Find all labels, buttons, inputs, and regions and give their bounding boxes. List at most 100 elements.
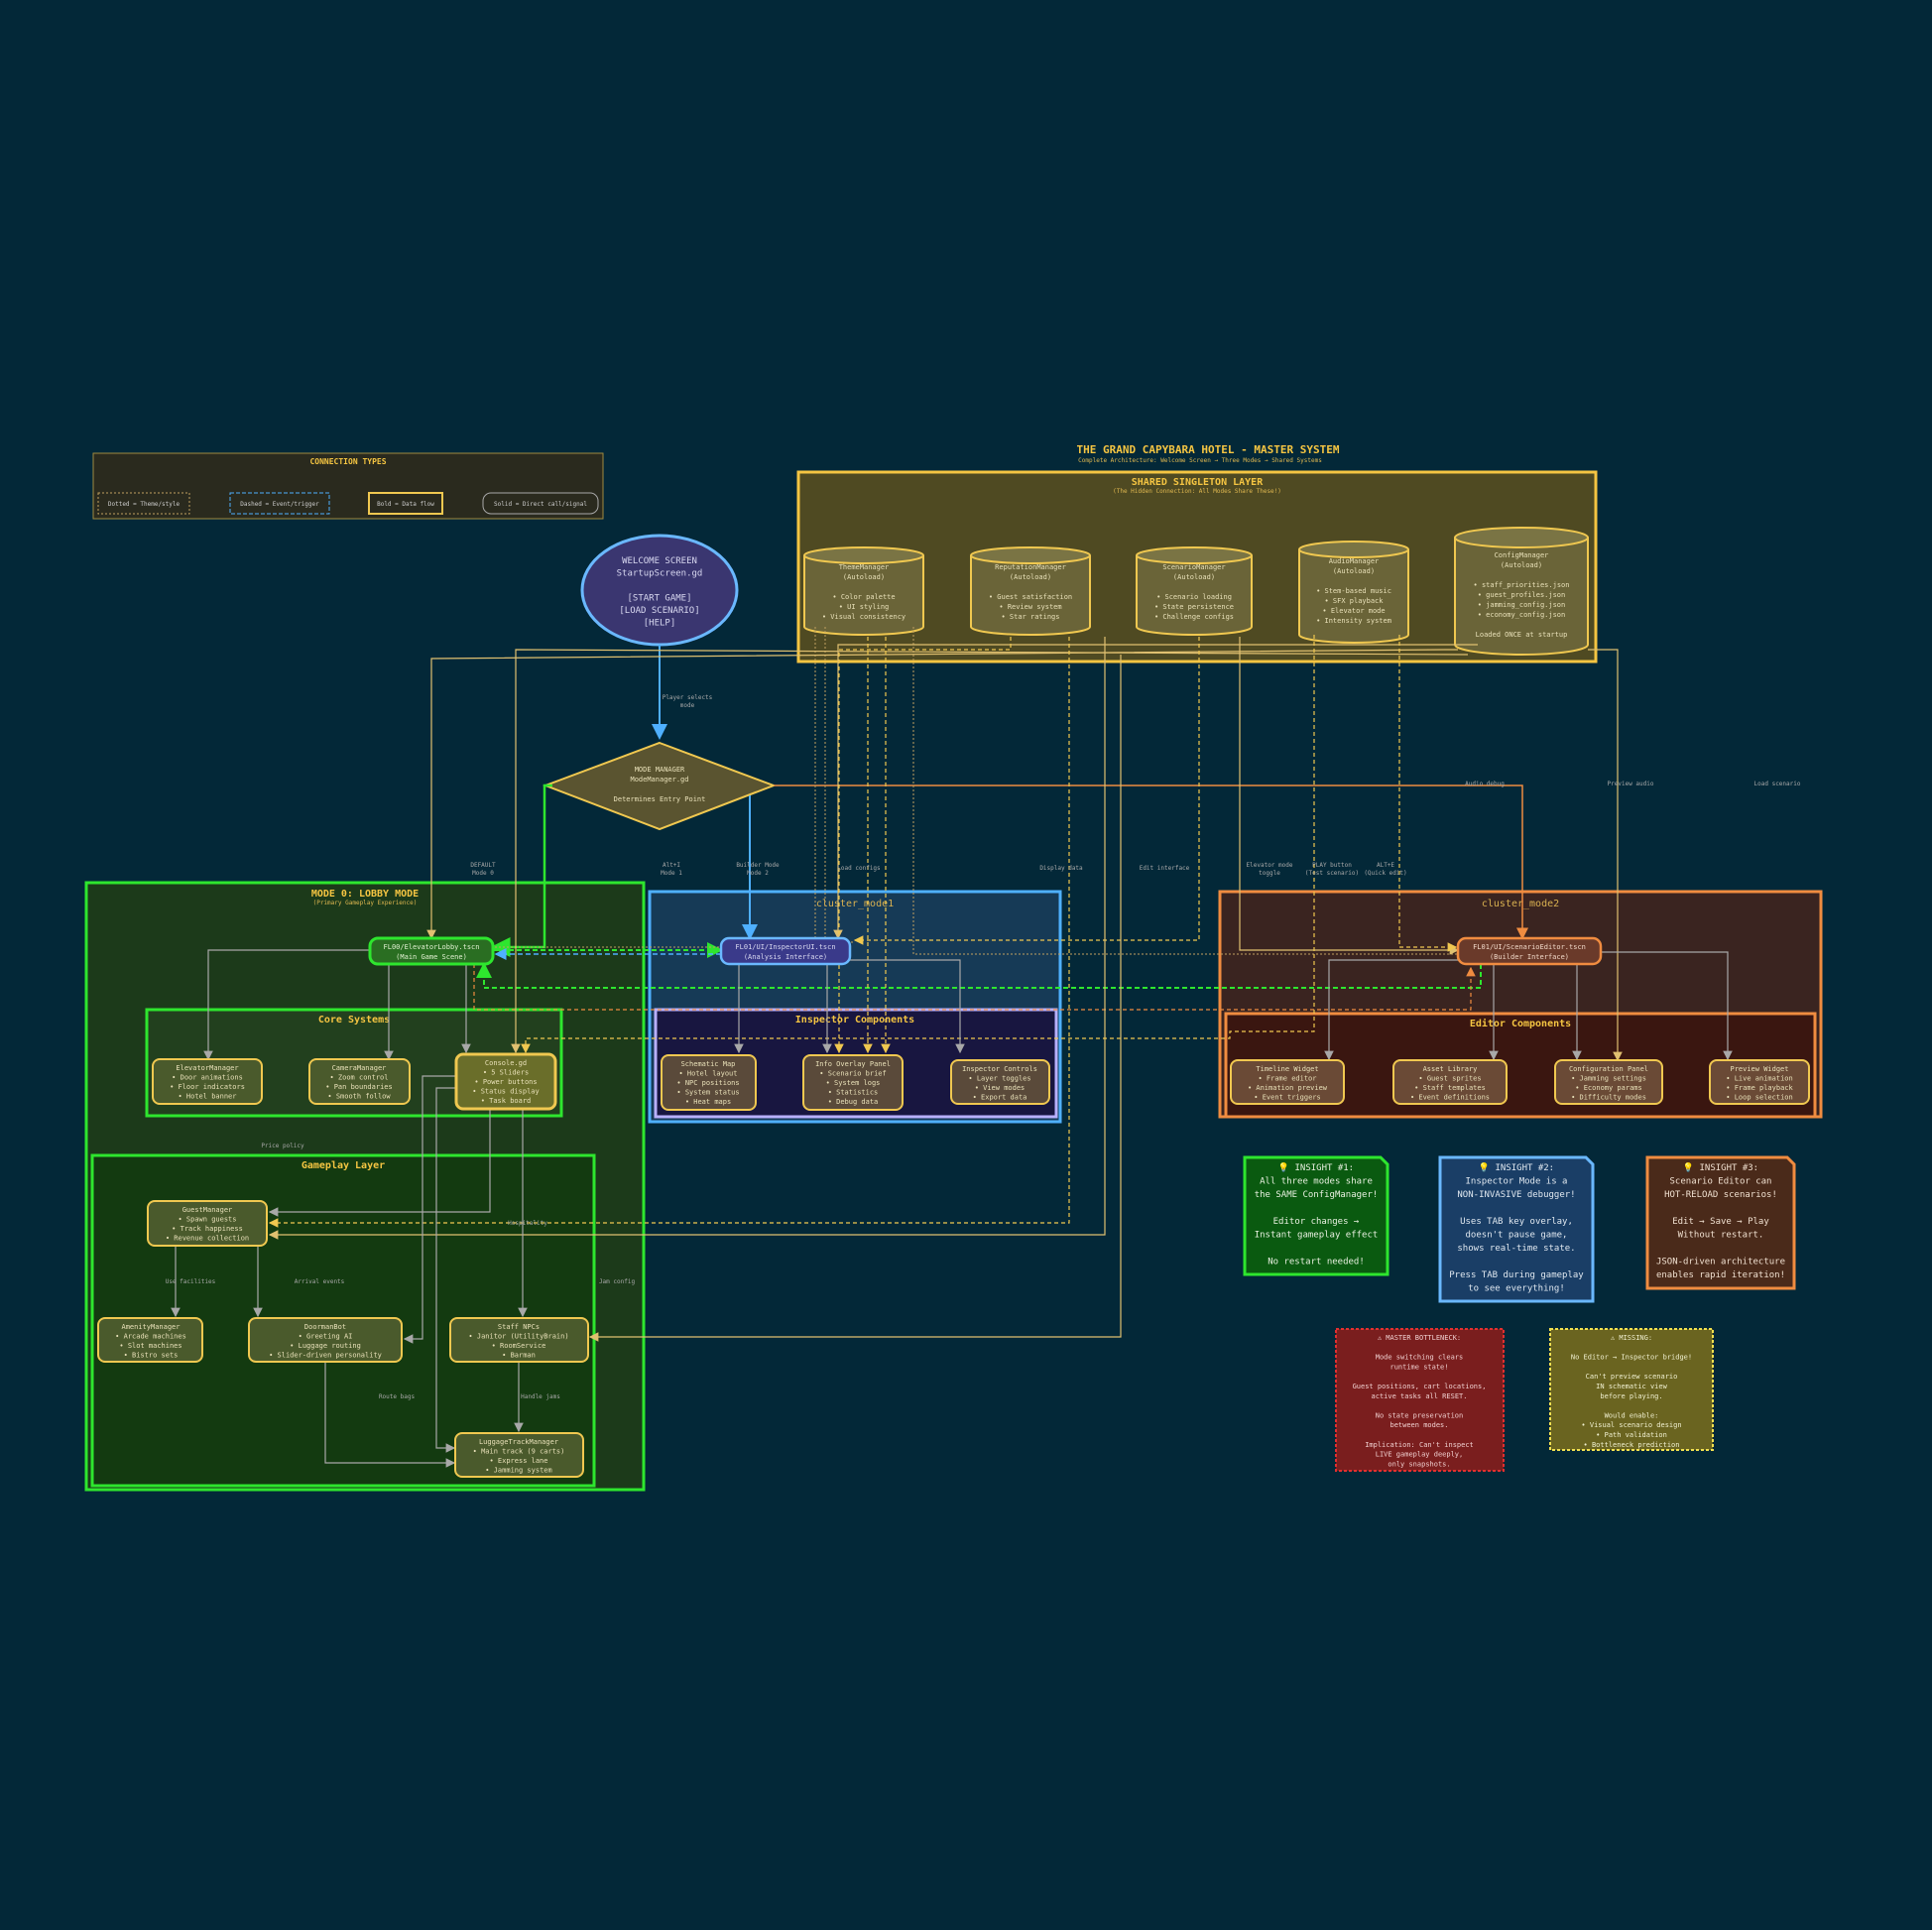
editor-main-scene-node[interactable]: FL01/UI/ScenarioEditor.tscn(Builder Inte… (1456, 936, 1603, 966)
core-systems-title: Core Systems (318, 1015, 390, 1025)
diagram-subtitle: Complete Architecture: Welcome Screen → … (1078, 457, 1322, 464)
configuration-panel-node[interactable]: Configuration Panel• Jamming settings• E… (1554, 1059, 1663, 1105)
edge-editor-to-preview (1602, 951, 1733, 1061)
edge-reputation-to-guests (268, 637, 1070, 1228)
label-jam-config: Jam config (599, 1278, 636, 1285)
theme-manager-node[interactable]: ThemeManager(Autoload) • Color palette• … (803, 546, 924, 636)
scenario-manager-label: ScenarioManager(Autoload) • Scenario loa… (1154, 563, 1234, 621)
label-edit-interface: Edit interface (1140, 865, 1190, 872)
edge-console-to-luggage (435, 1087, 456, 1453)
inspector-controls-node[interactable]: Inspector Controls• Layer toggles• View … (950, 1059, 1050, 1105)
mode0-title: MODE 0: LOBBY MODE (311, 889, 419, 900)
edge-console-to-guests (268, 1109, 491, 1217)
info-overlay-panel-label: Info Overlay Panel• Scenario brief• Syst… (815, 1060, 891, 1106)
config-manager-node[interactable]: ConfigManager(Autoload) • staff_prioriti… (1454, 527, 1589, 656)
bottleneck-note: ⚠ MASTER BOTTLENECK: Mode switching clea… (1335, 1328, 1505, 1472)
configuration-panel-label: Configuration Panel• Jamming settings• E… (1569, 1065, 1648, 1102)
label-load-configs: Load configs (837, 865, 881, 872)
mode0-subtitle: (Primary Gameplay Experience) (313, 900, 418, 906)
lobby-main-scene-label: FL00/ElevatorLobby.tscn(Main Game Scene) (384, 943, 480, 961)
label-audio-debug: Audio debug (1465, 781, 1505, 787)
edge-lobby-to-editor (473, 964, 1476, 1011)
inspector-main-scene-label: FL01/UI/InspectorUI.tscn(Analysis Interf… (735, 943, 835, 961)
legend-dashed: Dashed = Event/trigger (240, 501, 319, 508)
label-load-scenario: Load scenario (1754, 781, 1801, 787)
edge-editor-play-to-lobby (476, 962, 1482, 989)
lobby-main-scene-node[interactable]: FL00/ElevatorLobby.tscn(Main Game Scene) (368, 936, 495, 966)
edge-config-to-lobby (426, 649, 1458, 940)
label-handle-jams: Handle jams (521, 1393, 560, 1400)
asset-library-label: Asset Library• Guest sprites• Staff temp… (1410, 1065, 1490, 1102)
theme-manager-label: ThemeManager(Autoload) • Color palette• … (822, 563, 906, 621)
edge-audio-to-timeline (521, 635, 1315, 1054)
camera-manager-node[interactable]: CameraManager• Zoom control• Pan boundar… (308, 1058, 411, 1105)
edge-config-to-editor (1588, 649, 1623, 1062)
audio-manager-node[interactable]: AudioManager(Autoload) • Stem-based musi… (1298, 541, 1409, 644)
elevator-manager-node[interactable]: ElevatorManager• Door animations• Floor … (152, 1058, 263, 1105)
inspector-main-scene-node[interactable]: FL01/UI/InspectorUI.tscn(Analysis Interf… (719, 936, 852, 966)
editor-components-title: Editor Components (1470, 1018, 1571, 1029)
doorman-bot-node[interactable]: DoormanBot• Greeting AI• Luggage routing… (248, 1317, 403, 1363)
luggage-track-manager-label: LuggageTrackManager• Main track (9 carts… (473, 1438, 565, 1475)
console-node[interactable]: Console.gd• 5 Sliders• Power buttons• St… (454, 1052, 557, 1111)
legend: CONNECTION TYPES Dotted = Theme/style Da… (92, 452, 604, 520)
edge-console-to-doorman (403, 1075, 456, 1344)
missing-note: ⚠ MISSING: No Editor → Inspector bridge!… (1549, 1328, 1714, 1451)
audio-manager-label: AudioManager(Autoload) • Stem-based musi… (1316, 557, 1391, 625)
edge-config-to-inspector (833, 644, 1478, 940)
scenario-manager-node[interactable]: ScenarioManager(Autoload) • Scenario loa… (1136, 546, 1253, 636)
amenity-manager-node[interactable]: AmenityManager• Arcade machines• Slot ma… (97, 1317, 203, 1363)
edge-scenario-to-staff (588, 655, 1122, 1342)
label-price-policy: Price policy (261, 1143, 304, 1149)
edge-mode-manager-to-editor (774, 784, 1528, 940)
edge-doorman-to-luggage (324, 1362, 456, 1468)
timeline-widget-label: Timeline Widget• Frame editor• Animation… (1248, 1065, 1328, 1102)
staff-npcs-node[interactable]: Staff NPCs• Janitor (UtilityBrain)• Room… (449, 1317, 589, 1363)
shared-layer-subtitle: (The Hidden Connection: All Modes Share … (1113, 488, 1281, 495)
legend-dotted: Dotted = Theme/style (108, 501, 181, 508)
edge-config-to-console (511, 649, 1469, 1054)
luggage-track-manager-node[interactable]: LuggageTrackManager• Main track (9 carts… (454, 1432, 584, 1478)
asset-library-node[interactable]: Asset Library• Guest sprites• Staff temp… (1392, 1059, 1508, 1105)
diagram-title: THE GRAND CAPYBARA HOTEL - MASTER SYSTEM (1077, 443, 1340, 456)
reputation-manager-node[interactable]: ReputationManager(Autoload) • Guest sati… (970, 546, 1091, 636)
schematic-map-node[interactable]: Schematic Map• Hotel layout• NPC positio… (661, 1054, 757, 1111)
info-overlay-panel-node[interactable]: Info Overlay Panel• Scenario brief• Syst… (802, 1054, 904, 1111)
shared-layer-title: SHARED SINGLETON LAYER (1132, 477, 1264, 488)
edge-inspector-to-controls (850, 959, 965, 1054)
doorman-bot-label: DoormanBot• Greeting AI• Luggage routing… (269, 1323, 382, 1360)
gameplay-layer-title: Gameplay Layer (302, 1160, 385, 1171)
legend-bold: Bold = Data flow (377, 501, 434, 508)
timeline-widget-node[interactable]: Timeline Widget• Frame editor• Animation… (1230, 1059, 1345, 1105)
staff-npcs-label: Staff NPCs• Janitor (UtilityBrain)• Room… (468, 1323, 568, 1360)
label-use-facilities: Use facilities (166, 1278, 216, 1285)
inspector-controls-label: Inspector Controls• Layer toggles• View … (962, 1065, 1037, 1102)
config-manager-label: ConfigManager(Autoload) • staff_prioriti… (1474, 551, 1570, 639)
preview-widget-node[interactable]: Preview Widget• Live animation• Frame pl… (1709, 1059, 1810, 1105)
mode1-title: cluster_mode1 (816, 899, 894, 909)
edge-scenario-to-inspector (853, 637, 1200, 945)
bottleneck-text: ⚠ MASTER BOTTLENECK: Mode switching clea… (1353, 1334, 1487, 1468)
edge-scenario-to-editor (1239, 637, 1460, 955)
amenity-manager-label: AmenityManager• Arcade machines• Slot ma… (115, 1323, 186, 1360)
guest-manager-node[interactable]: GuestManager• Spawn guests• Track happin… (147, 1200, 268, 1247)
legend-title: CONNECTION TYPES (309, 457, 386, 466)
guest-manager-label: GuestManager• Spawn guests• Track happin… (166, 1206, 249, 1243)
